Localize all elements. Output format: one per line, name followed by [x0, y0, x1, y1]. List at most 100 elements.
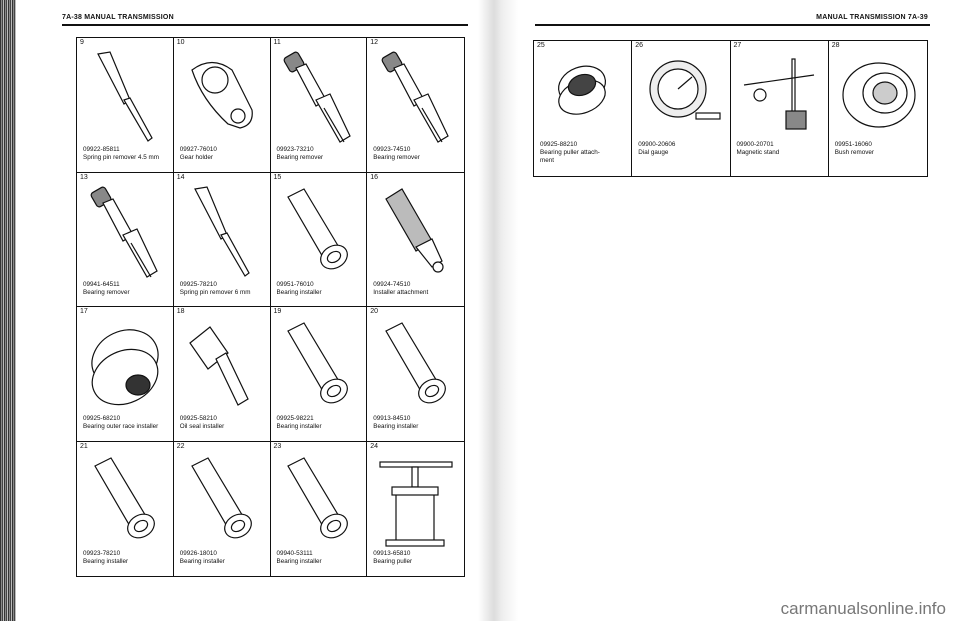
- tool-description: Oil seal installer: [179, 423, 225, 430]
- tool-description: Spring pin remover 6 mm: [179, 288, 251, 296]
- tool-number: 10: [176, 39, 185, 46]
- tool-part-number: 09925-68210: [83, 415, 121, 422]
- tool-part-number: 09926-18010: [179, 549, 217, 557]
- tool-number: 28: [831, 42, 840, 49]
- page-gutter: [478, 0, 518, 621]
- race-installer-icon: [77, 319, 173, 415]
- installer-attachment-icon: [367, 185, 464, 281]
- magnetic-stand-icon: [731, 55, 828, 139]
- tool-description: Bearing installer: [83, 557, 129, 565]
- tool-number: 27: [733, 42, 742, 49]
- right-page-header: MANUAL TRANSMISSION 7A-39: [816, 14, 928, 21]
- tool-description: Bearing installer: [276, 557, 322, 565]
- tool-description: Bearing installer: [179, 557, 225, 565]
- left-header-rule: [62, 24, 468, 26]
- puller-attachment-icon: [534, 55, 631, 139]
- tool-description: Spring pin remover 4.5 mm: [83, 154, 159, 161]
- tool-description: Bearing outer race installer: [83, 423, 159, 430]
- tool-part-number: 09924-74510: [373, 280, 411, 288]
- bearing-installer-icon: [77, 454, 173, 550]
- tool-description: Bearing puller attach- ment: [540, 149, 600, 164]
- page-binding-edge: [0, 0, 16, 621]
- tool-part-number: 09951-16060: [834, 141, 872, 148]
- tool-description: Gear holder: [179, 154, 214, 161]
- bearing-remover-icon: [77, 185, 173, 281]
- tool-number: 18: [176, 308, 185, 315]
- tool-number: 19: [273, 308, 282, 315]
- bush-remover-icon: [829, 55, 927, 139]
- tool-description: Bearing installer: [373, 423, 419, 430]
- tool-description: Installer attachment: [373, 288, 429, 296]
- left-page-header: 7A-38 MANUAL TRANSMISSION: [62, 14, 174, 21]
- right-header-rule: [535, 24, 930, 26]
- dial-gauge-icon: [632, 55, 729, 139]
- tool-description: Dial gauge: [638, 149, 669, 156]
- oil-seal-installer-icon: [174, 319, 270, 415]
- tool-description: Bearing installer: [276, 423, 322, 430]
- tool-description: Bearing installer: [276, 288, 322, 296]
- tool-part-number: 09925-78210: [179, 280, 217, 288]
- tool-part-number: 09925-58210: [179, 415, 217, 422]
- tool-part-number: 09923-73210: [276, 146, 314, 153]
- tool-part-number: 09922-85811: [83, 146, 120, 153]
- tool-description: Bearing remover: [373, 154, 420, 161]
- tool-number: 9: [80, 39, 84, 46]
- tool-number: 17: [80, 308, 88, 315]
- pin-remover-icon: [174, 185, 270, 281]
- tool-part-number: 09900-20606: [638, 141, 676, 148]
- tool-part-number: 09900-20701: [736, 141, 774, 148]
- bearing-installer-icon: [174, 454, 270, 550]
- tool-number: 21: [80, 442, 88, 450]
- tool-part-number: 09925-88210: [540, 141, 578, 148]
- bearing-installer-icon: [271, 454, 367, 550]
- tool-number: 13: [80, 173, 88, 181]
- tool-number: 22: [176, 442, 185, 450]
- bearing-installer-icon: [271, 319, 367, 415]
- tool-part-number: 09923-74510: [373, 146, 411, 153]
- tool-number: 15: [273, 173, 282, 181]
- tool-description: Bush remover: [834, 149, 874, 156]
- tool-number: 12: [370, 39, 379, 46]
- watermark: carmanualsonline.info: [780, 599, 946, 618]
- tool-part-number: 09951-76010: [276, 280, 314, 288]
- tool-part-number: 09927-76010: [179, 146, 217, 153]
- pin-remover-icon: [77, 50, 173, 146]
- bearing-remover-icon: [367, 50, 464, 146]
- tool-number: 26: [635, 42, 644, 49]
- tool-number: 23: [273, 442, 282, 450]
- tool-number: 24: [370, 442, 379, 450]
- tool-number: 25: [537, 42, 545, 49]
- bearing-installer-icon: [271, 185, 367, 281]
- tool-part-number: 09913-84510: [373, 415, 411, 422]
- tool-description: Magnetic stand: [736, 149, 780, 156]
- tool-description: Bearing remover: [276, 154, 324, 161]
- tool-number: 16: [370, 173, 379, 181]
- bearing-puller-icon: [367, 454, 464, 550]
- gear-holder-icon: [174, 50, 270, 146]
- bearing-remover-icon: [271, 50, 367, 146]
- tool-part-number: 09913-65810: [373, 549, 411, 557]
- tool-part-number: 09923-78210: [83, 549, 121, 557]
- tool-number: 20: [370, 308, 379, 315]
- tool-description: Bearing remover: [83, 288, 130, 296]
